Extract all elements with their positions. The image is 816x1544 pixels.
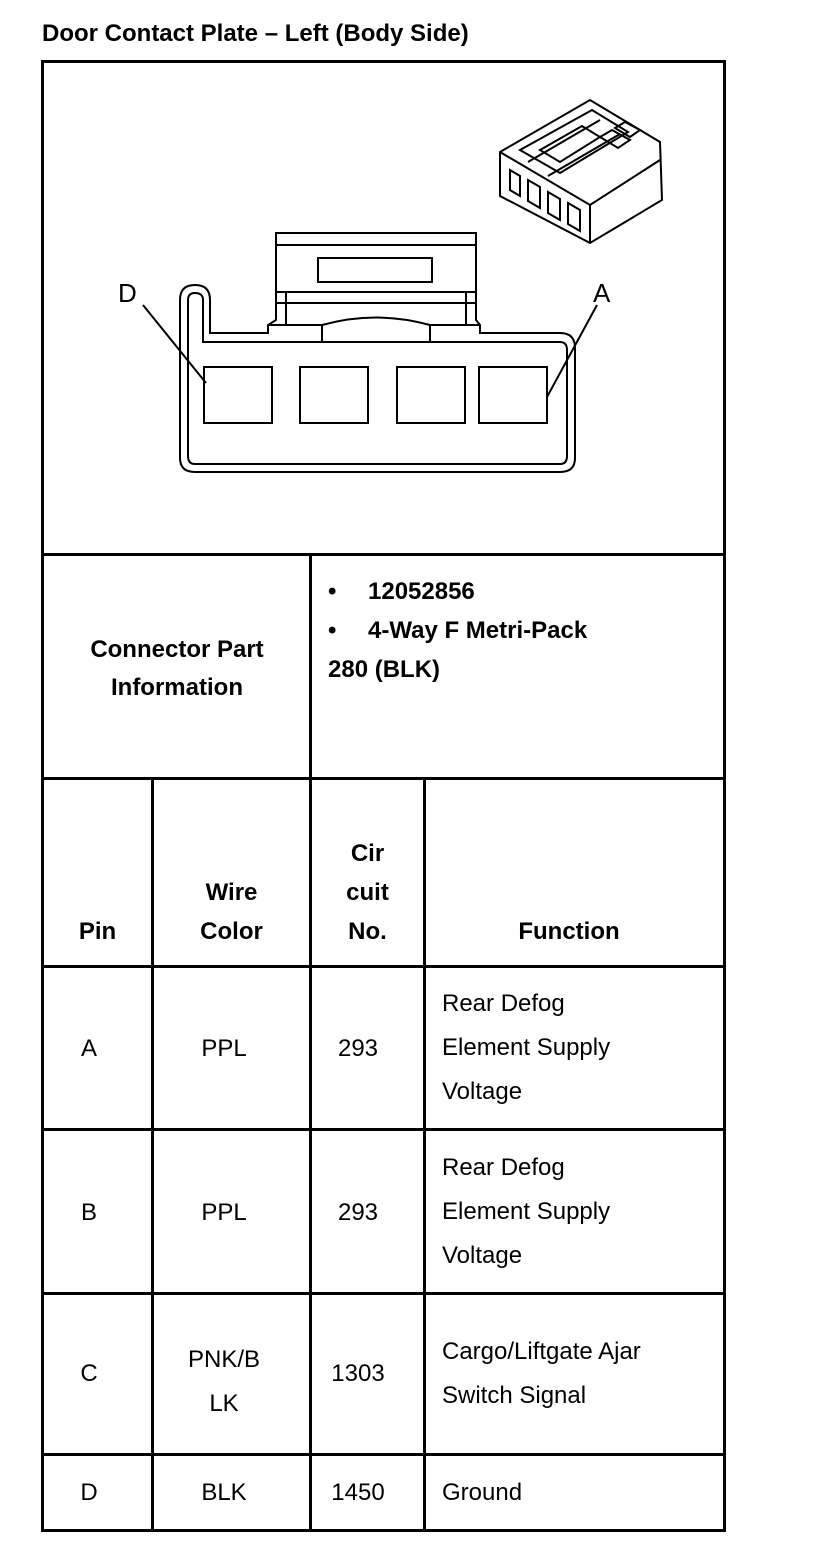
table-cell-pin: D [80, 1479, 98, 1506]
table-cell-pin: B [80, 1199, 97, 1226]
table-cell-circuit: 1450 [331, 1479, 385, 1506]
table-cell-function: Ground [442, 1479, 523, 1506]
table-cell-wire: PPL [201, 1199, 247, 1226]
connector-description-cont: 280 (BLK) [328, 656, 441, 683]
header-pin: Pin [78, 918, 117, 945]
page-title: Door Contact Plate – Left (Body Side) [42, 20, 469, 47]
connector-part-info-label: Connector Part Information [90, 636, 264, 701]
divider [151, 779, 154, 1530]
table-cell-circuit: 1303 [331, 1360, 385, 1387]
divider [41, 553, 726, 556]
table-cell-function: Cargo/Liftgate Ajar Switch Signal [442, 1338, 641, 1409]
table-cell-circuit: 293 [337, 1199, 379, 1226]
table-cell-function: Rear Defog Element Supply Voltage [442, 990, 611, 1105]
connector-3d-icon [499, 98, 664, 245]
divider [41, 1128, 726, 1131]
table-cell-function: Rear Defog Element Supply Voltage [442, 1154, 611, 1269]
table-cell-wire: BLK [201, 1479, 247, 1506]
table-cell-wire: PNK/B LK [187, 1346, 261, 1417]
bullet: • [328, 578, 337, 605]
divider [41, 1529, 726, 1532]
header-wire-color: Wire Color [200, 879, 263, 945]
pin-label-d: D [118, 278, 137, 308]
bullet: • [328, 617, 337, 644]
connector-diagram: D A [118, 98, 664, 473]
part-number: 12052856 [368, 578, 475, 605]
connector-part-info: • 12052856 • 4-Way F Metri-Pack 280 (BLK) [328, 572, 587, 689]
table-cell-wire: PPL [201, 1035, 247, 1062]
table-cell-pin: C [80, 1360, 98, 1387]
divider [41, 1453, 726, 1456]
divider [41, 777, 726, 780]
table-frame [41, 60, 726, 1532]
table-cell-circuit: 293 [337, 1035, 379, 1062]
header-function: Function [518, 918, 620, 945]
connector-description: 4-Way F Metri-Pack [368, 617, 588, 644]
divider [41, 965, 726, 968]
divider [41, 1292, 726, 1295]
divider [423, 779, 426, 1530]
table-cell-pin: A [80, 1035, 97, 1062]
divider [309, 555, 312, 1530]
pin-label-a: A [593, 278, 611, 308]
header-circuit-no: Cir cuit No. [346, 840, 389, 945]
